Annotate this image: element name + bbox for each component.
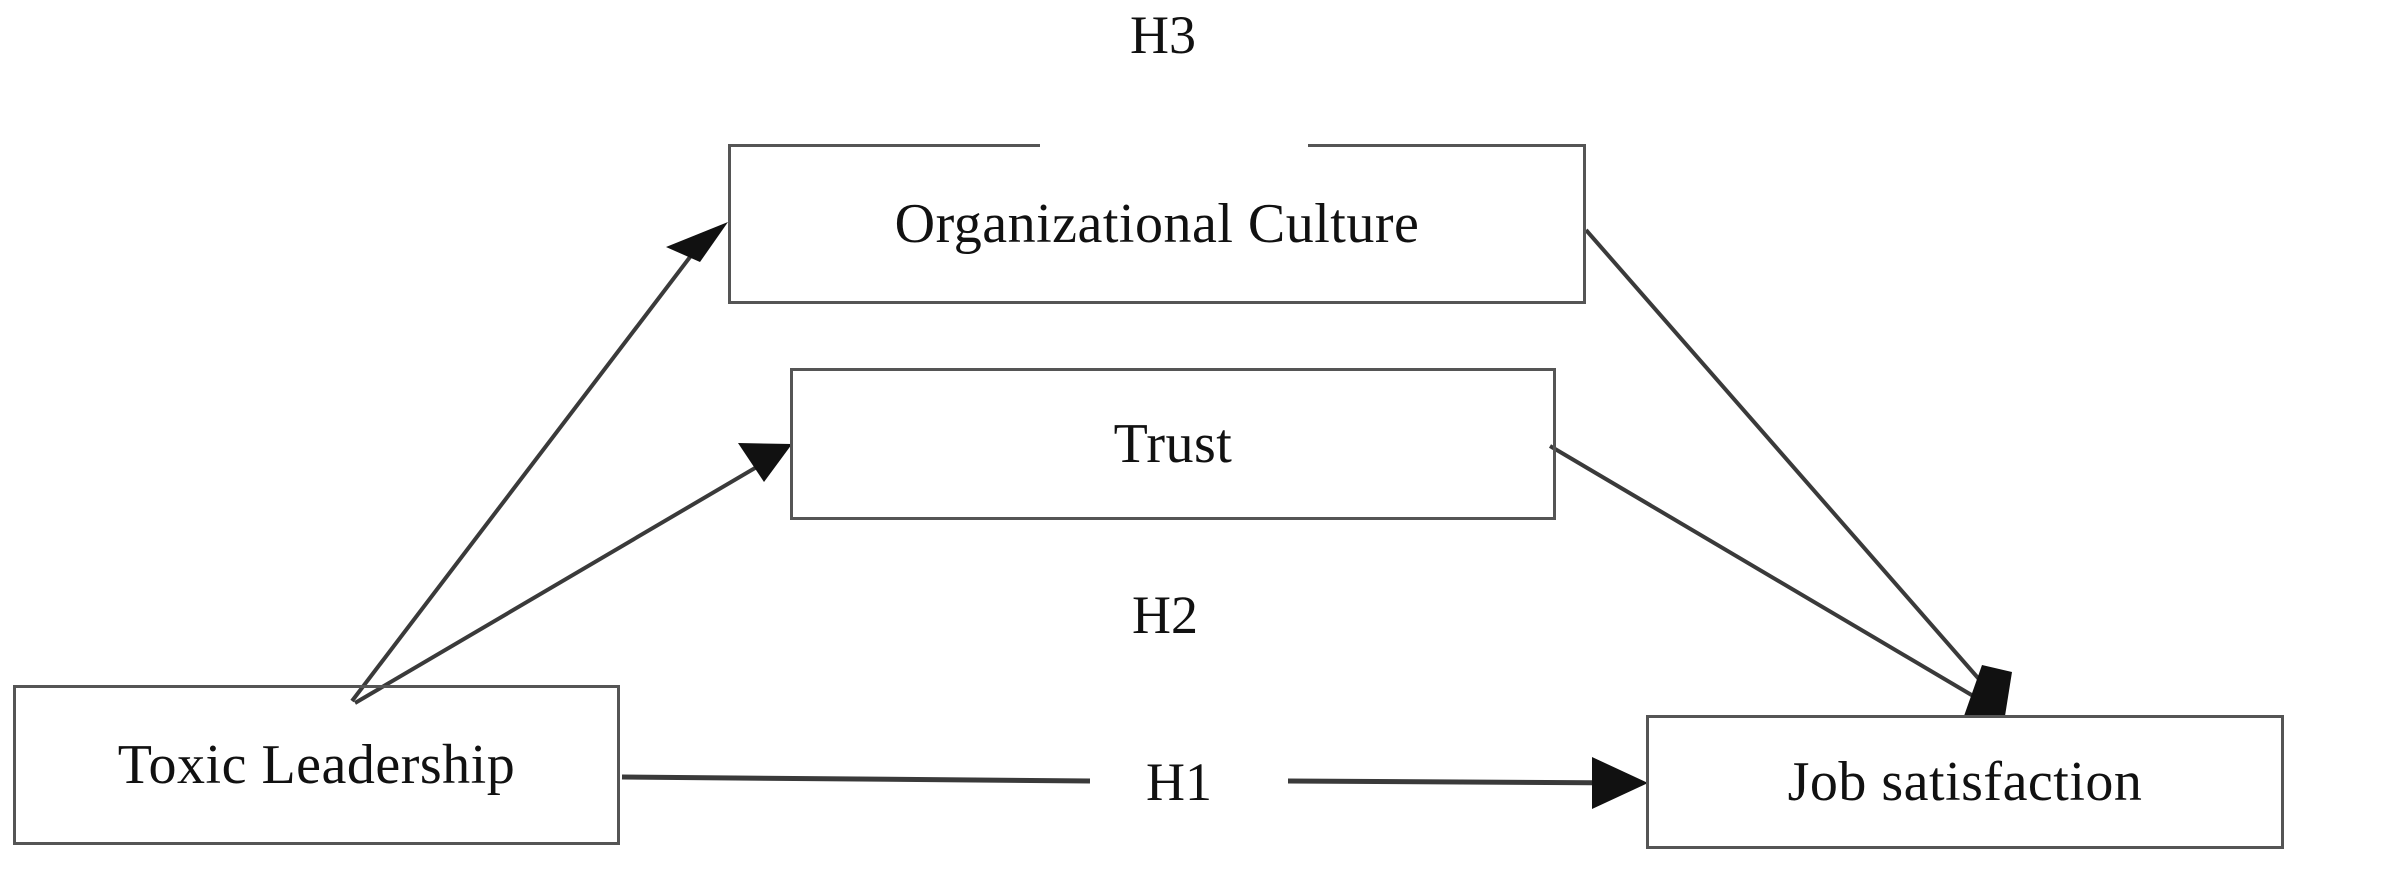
- hypothesis-label-h2: H2: [1132, 585, 1198, 645]
- edge-trust-to-job-satisfaction: [1548, 444, 1982, 702]
- node-job-satisfaction[interactable]: Job satisfaction: [1646, 715, 2284, 849]
- organizational-culture-top-border-gap: [1040, 138, 1308, 150]
- node-organizational-culture-label: Organizational Culture: [894, 193, 1420, 255]
- hypothesis-label-h1: H1: [1146, 752, 1212, 812]
- edge-organizational-culture-to-job-satisfaction: [1584, 228, 1994, 696]
- hypothesis-label-h3: H3: [1130, 5, 1196, 65]
- node-toxic-leadership-label: Toxic Leadership: [117, 734, 516, 796]
- node-job-satisfaction-label: Job satisfaction: [1787, 751, 2143, 813]
- node-trust[interactable]: Trust: [790, 368, 1556, 520]
- edge-toxic-to-organizational-culture: [350, 222, 728, 703]
- edge-toxic-to-trust: [353, 443, 792, 705]
- node-toxic-leadership[interactable]: Toxic Leadership: [13, 685, 620, 845]
- edge-toxic-to-job-satisfaction: [621, 757, 1648, 809]
- arrowhead-into-job-satisfaction: [1964, 665, 2012, 716]
- node-trust-label: Trust: [1113, 413, 1233, 475]
- node-organizational-culture[interactable]: Organizational Culture: [728, 144, 1586, 304]
